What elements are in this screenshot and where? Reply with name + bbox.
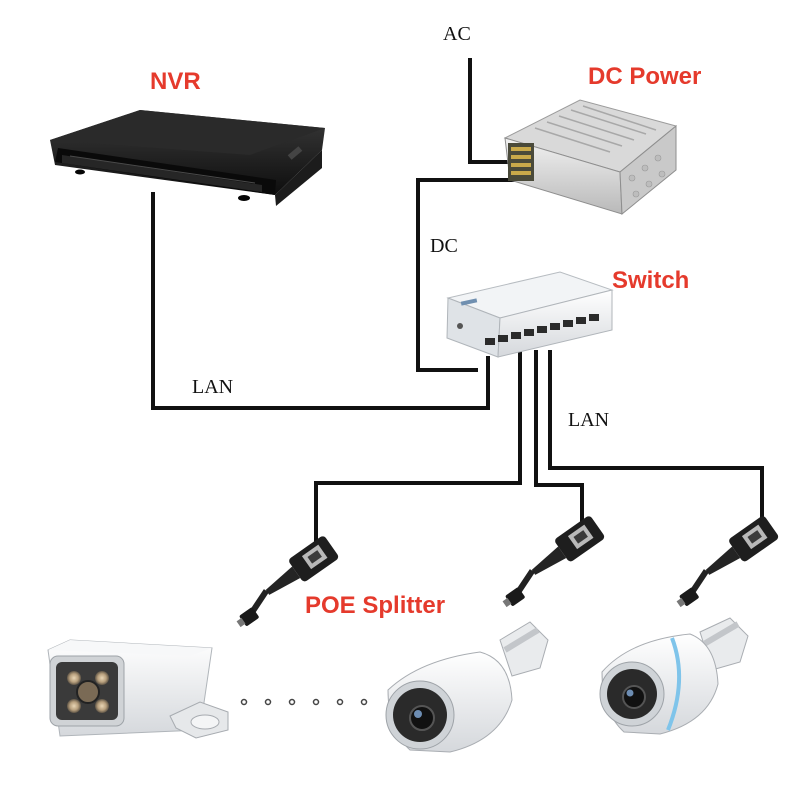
bullet-camera-icon: [47, 617, 749, 753]
dc-label: DC: [430, 235, 458, 257]
ac-label: AC: [443, 23, 471, 45]
lan-label-cameras: LAN: [568, 409, 609, 431]
switch-title: Switch: [612, 267, 689, 294]
ellipsis-dots: [240, 698, 368, 706]
lan-wire-camera-2: [534, 350, 584, 525]
lan-label-nvr: LAN: [192, 376, 233, 398]
camera-2: [385, 621, 549, 753]
dc-wire: [416, 178, 520, 372]
switch-ports: [485, 314, 599, 345]
wires: [151, 58, 764, 545]
camera-1: [47, 639, 229, 739]
camera-3: [599, 617, 749, 735]
poe-splitter-icon: [236, 516, 779, 628]
ac-wire: [468, 58, 520, 164]
dc-power-title: DC Power: [588, 63, 701, 90]
poe-splitter-2: [502, 516, 605, 608]
nvr-device-icon: [50, 110, 325, 206]
poe-splitter-title: POE Splitter: [305, 592, 445, 619]
poe-splitter-1: [236, 536, 339, 628]
nvr-title: NVR: [150, 68, 201, 95]
poe-splitter-3: [676, 516, 779, 608]
lan-wire-nvr: [151, 192, 490, 410]
network-switch-icon: [446, 271, 614, 358]
lan-wire-camera-3: [548, 350, 764, 525]
dc-power-supply-icon: [503, 99, 678, 216]
lan-wire-camera-1: [314, 350, 522, 545]
